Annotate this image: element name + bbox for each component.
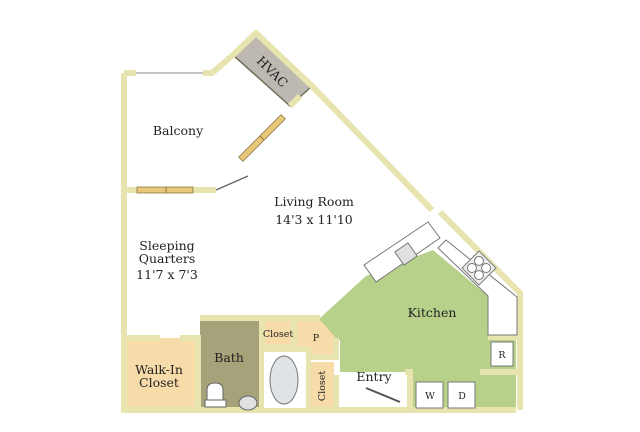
closet-side-floor <box>310 362 334 410</box>
kitchen-wall-counter <box>437 239 518 336</box>
bath-sink-icon <box>238 395 258 411</box>
kitchen-floor <box>320 250 516 410</box>
sleeping-size: 11'7 x 7'3 <box>136 267 198 282</box>
bath-label: Bath <box>214 350 244 365</box>
kitchen-label: Kitchen <box>408 305 457 320</box>
range-icon <box>461 250 497 286</box>
entry-door-swing <box>365 387 401 403</box>
closet-top-label: Closet <box>263 329 294 340</box>
balcony-door-swing <box>215 175 249 191</box>
pantry-label: P <box>313 333 320 344</box>
sink-icon <box>394 242 418 266</box>
entry-label: Entry <box>356 369 392 384</box>
walk-in-closet-floor <box>124 338 196 410</box>
sleeping-label-2: Quarters <box>139 251 196 266</box>
walk-in-closet-label-2: Closet <box>139 375 179 390</box>
sliding-door <box>238 114 286 162</box>
sleeping-label-1: Sleeping <box>139 238 194 253</box>
walk-in-closet-label-1: Walk-In <box>135 362 183 377</box>
toilet-icon <box>204 382 227 408</box>
refrigerator-icon <box>490 341 514 367</box>
closet-side-label: Closet <box>317 371 328 402</box>
refrigerator-label: R <box>498 350 506 361</box>
dryer-label: D <box>458 391 466 402</box>
living-room-label: Living Room <box>274 194 354 209</box>
tub-basin-icon <box>269 355 299 405</box>
washer-icon <box>415 381 444 409</box>
balcony-window <box>136 186 194 194</box>
closet-top-floor <box>262 320 294 346</box>
dryer-icon <box>447 381 476 409</box>
balcony-label: Balcony <box>153 123 204 138</box>
washer-label: W <box>425 391 435 402</box>
living-room-size: 14'3 x 11'10 <box>275 212 353 227</box>
